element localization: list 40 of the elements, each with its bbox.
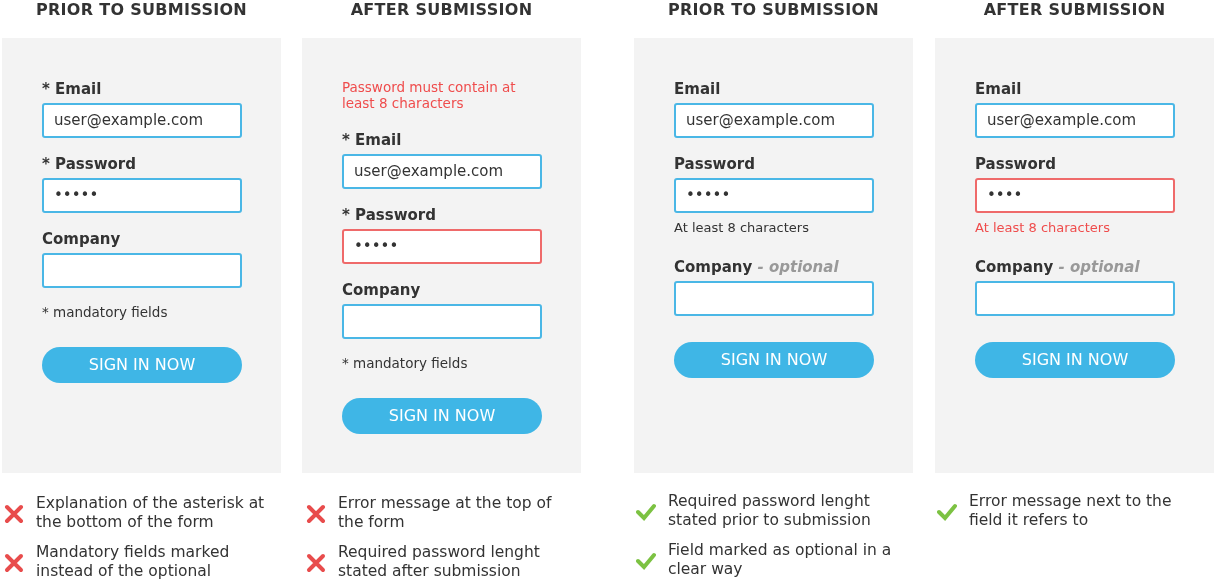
input-field: •••• — [975, 178, 1175, 213]
error-message: At least 8 characters — [975, 220, 1110, 235]
sign-in-button: SIGN IN NOW — [342, 398, 542, 434]
field-label: * Password — [342, 206, 436, 224]
bullet-text: Error message next to the field it refers to — [969, 492, 1173, 530]
input-field: ••••• — [342, 229, 542, 264]
error-message: Password must contain at least 8 characters — [342, 79, 517, 111]
bullet-text: Required password lenght stated prior to submission — [668, 492, 872, 530]
bullet-text: Error message at the top of the form — [338, 494, 553, 532]
helper-text: At least 8 characters — [674, 220, 809, 235]
input-field: user@example.com — [674, 103, 874, 138]
field-label: Company — [342, 281, 421, 299]
input-field: user@example.com — [975, 103, 1175, 138]
field-label: Company - optional — [975, 258, 1140, 276]
column-heading: AFTER SUBMISSION — [349, 0, 534, 19]
field-label: Company — [42, 230, 121, 248]
field-label: Password — [674, 155, 755, 173]
column-heading: AFTER SUBMISSION — [982, 0, 1167, 19]
sign-in-button: SIGN IN NOW — [42, 347, 242, 383]
input-field: ••••• — [674, 178, 874, 213]
bullet-text: Field marked as optional in a clear way — [668, 541, 893, 579]
field-label: * Email — [42, 80, 102, 98]
column-heading: PRIOR TO SUBMISSION — [666, 0, 881, 19]
field-label: Password — [975, 155, 1056, 173]
sign-in-button: SIGN IN NOW — [674, 342, 874, 378]
bullet-text: Explanation of the asterisk at the bottom of the form — [36, 494, 266, 532]
field-label: Company - optional — [674, 258, 839, 276]
input-field: user@example.com — [342, 154, 542, 189]
field-label: Email — [975, 80, 1022, 98]
field-label: Email — [674, 80, 721, 98]
field-label: * Password — [42, 155, 136, 173]
bullet-text: Required password lenght stated after submission — [338, 543, 541, 581]
input-field: user@example.com — [42, 103, 242, 138]
bullet-text: Mandatory fields marked instead of the optional — [36, 543, 231, 581]
footnote: * mandatory fields — [42, 304, 168, 320]
column-heading: PRIOR TO SUBMISSION — [34, 0, 249, 19]
sign-in-button: SIGN IN NOW — [975, 342, 1175, 378]
footnote: * mandatory fields — [342, 355, 468, 371]
field-label: * Email — [342, 131, 402, 149]
input-field: ••••• — [42, 178, 242, 213]
